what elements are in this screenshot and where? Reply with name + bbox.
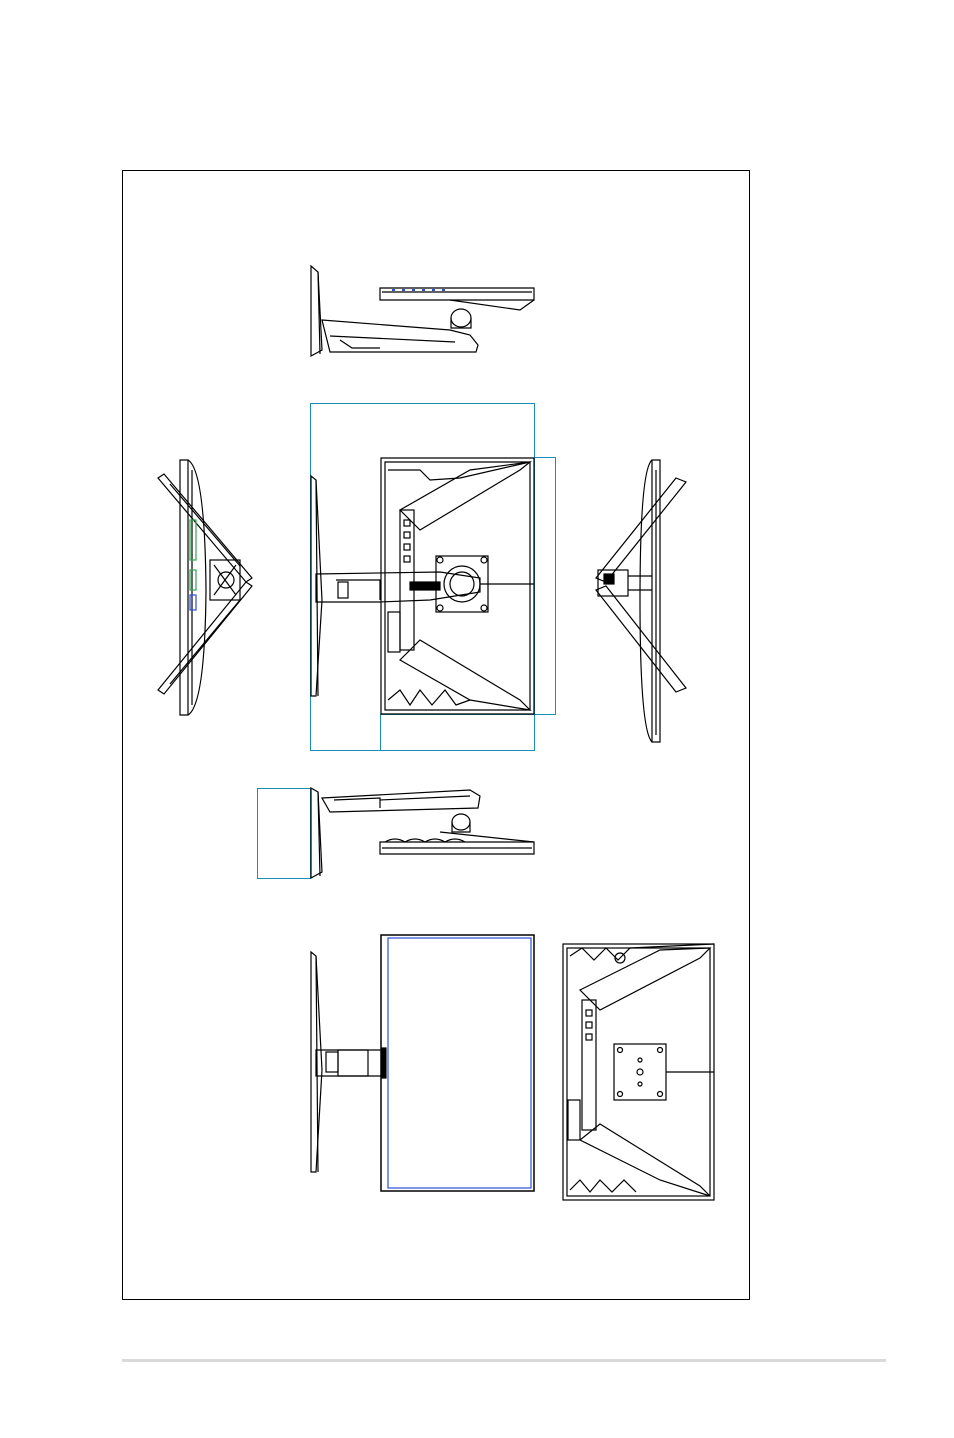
top-view (311, 266, 534, 356)
side-view-lower (311, 952, 386, 1172)
bottom-view (311, 788, 534, 878)
screen-view (381, 935, 534, 1191)
dimension-box-bottom (381, 715, 535, 751)
right-side-view (596, 460, 686, 742)
dimension-box-depth (535, 458, 556, 715)
top-view-led-dots (392, 289, 445, 291)
left-side-port-blue (190, 595, 196, 610)
footer-rule (122, 1359, 886, 1362)
dimension-box-height (311, 404, 535, 751)
front-view (311, 458, 534, 714)
dimension-box-stand-depth (258, 789, 311, 879)
left-side-view (158, 460, 252, 715)
back-view-mount (563, 944, 714, 1200)
left-side-ports (190, 520, 196, 590)
